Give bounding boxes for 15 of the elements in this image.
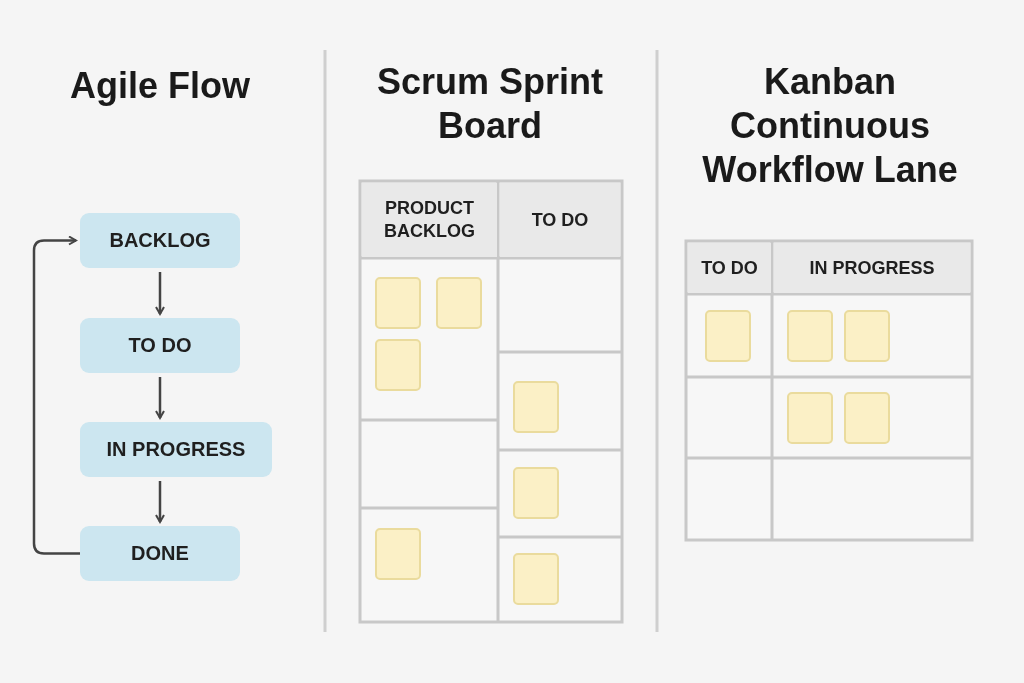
arrow (155, 272, 165, 315)
column-header: PRODUCT BACKLOG (362, 183, 497, 257)
process-box: DONE (80, 526, 240, 581)
column-header: IN PROGRESS (774, 243, 970, 293)
heading: Scrum Sprint Board (375, 60, 604, 148)
heading: Agile Flow (69, 64, 251, 108)
arrow (155, 481, 165, 523)
column-header: TO DO (500, 183, 620, 257)
arrow (32, 235, 80, 555)
arrow (155, 377, 165, 419)
process-box: IN PROGRESS (80, 422, 272, 477)
heading: Kanban Continuous Workflow Lane (701, 60, 959, 192)
column-header: TO DO (688, 243, 771, 293)
process-box: TO DO (80, 318, 240, 373)
process-box: BACKLOG (80, 213, 240, 268)
